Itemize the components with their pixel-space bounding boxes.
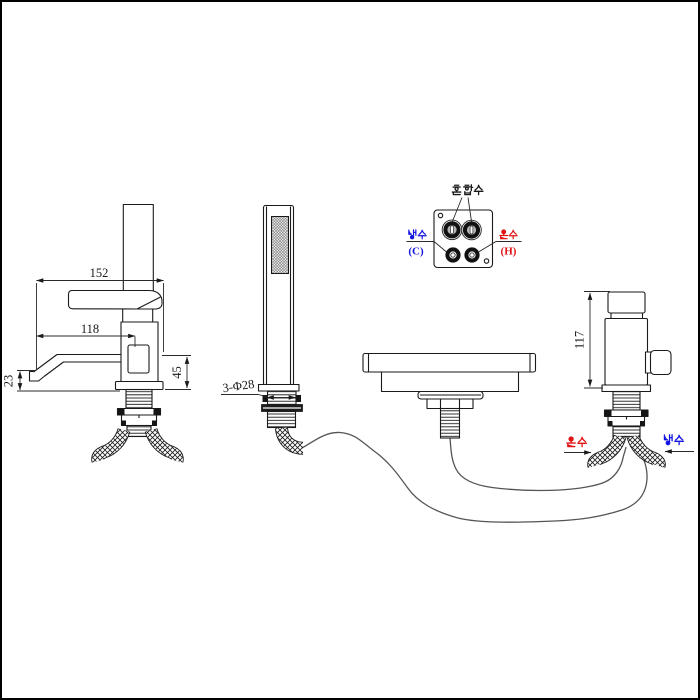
faucet-shank-threads: [125, 388, 153, 410]
collar-tab-right: [295, 395, 301, 402]
faucet-supply-hoses: [91, 427, 184, 463]
spout-bottom-line: [43, 361, 121, 377]
valve-supply-hoses: [587, 434, 666, 469]
dim-23-value: 23: [2, 375, 16, 388]
faucet-mounting-nut: [116, 407, 162, 427]
hot-inlet-port: [464, 247, 480, 263]
mixed-water-port-right: [461, 219, 482, 241]
diverter-knob: [649, 349, 672, 376]
mixed-water-port-left: [441, 219, 463, 241]
screw-hole-bottom-right: [483, 258, 490, 264]
faucet-handle-column: [122, 203, 154, 293]
faucet-dimensions: 152 118 23 45: [2, 266, 191, 392]
valve-body: [604, 317, 649, 386]
spout-threaded-stud: [439, 407, 461, 439]
spout-lower-body: [380, 371, 520, 393]
valve-cap: [607, 291, 646, 314]
basin-mixer-faucet: 152 118 23 45: [2, 203, 191, 463]
valve-neck: [610, 312, 644, 320]
shower-holder-flange: [257, 383, 300, 392]
valve-base-flange: [601, 384, 652, 393]
collar-tab-left: [262, 395, 268, 402]
dim-45-value: 45: [170, 366, 184, 379]
valve-dimension: 117: [573, 291, 610, 389]
valve-mounting-nut: [603, 409, 649, 427]
cold-leader: [406, 241, 447, 253]
tub-spout: [362, 352, 537, 439]
faucet-body: [120, 321, 159, 383]
shower-shank-threads: [266, 410, 297, 429]
shower-hose-elbow: [275, 427, 304, 455]
spout-outlet: [28, 370, 45, 382]
faucet-lever: [67, 289, 163, 310]
hot-leader: [478, 241, 522, 253]
lever-cut-line: [136, 296, 161, 310]
shower-to-valve-hose: [301, 431, 648, 523]
mixing-valve: 117: [573, 291, 672, 469]
faucet-neck: [122, 308, 154, 323]
supply-annotations: [564, 434, 694, 455]
connection-hoses: [301, 431, 648, 523]
hole-spec-leader: [221, 394, 269, 398]
faucet-body-window: [127, 344, 150, 374]
cold-inlet-port: [445, 247, 461, 263]
shower-escutcheon: [261, 404, 303, 412]
cold-code-label: (C): [408, 246, 424, 258]
spout-to-valve-hose: [449, 437, 627, 492]
valve-lower-threads: [612, 425, 641, 438]
hand-shower: 3-Φ28: [221, 204, 304, 455]
spout-top-plate: [362, 352, 537, 373]
hole-spec-label: 3-Φ28: [221, 377, 296, 400]
spout-washer: [417, 390, 484, 400]
dim-118-value: 118: [81, 322, 99, 336]
screw-hole-top-left: [437, 212, 444, 219]
spray-face: [271, 216, 289, 274]
mounting-plate-diagram: (C) (H): [406, 184, 522, 269]
hot-code-label: (H): [501, 246, 517, 258]
hole-spec-value: 3-Φ28: [222, 377, 256, 395]
spout-hex-nut: [426, 398, 474, 410]
mounting-plate: [433, 209, 494, 269]
faucet-base-flange: [114, 380, 164, 391]
valve-shank-threads: [612, 390, 641, 411]
dim-152-value: 152: [90, 266, 109, 280]
spout-top-line: [33, 353, 121, 373]
plate-bevel-lines: [367, 354, 531, 372]
dim-117-value: 117: [573, 331, 587, 349]
mixed-water-leaders: [451, 197, 472, 223]
wand-wall-lines: [265, 206, 292, 384]
